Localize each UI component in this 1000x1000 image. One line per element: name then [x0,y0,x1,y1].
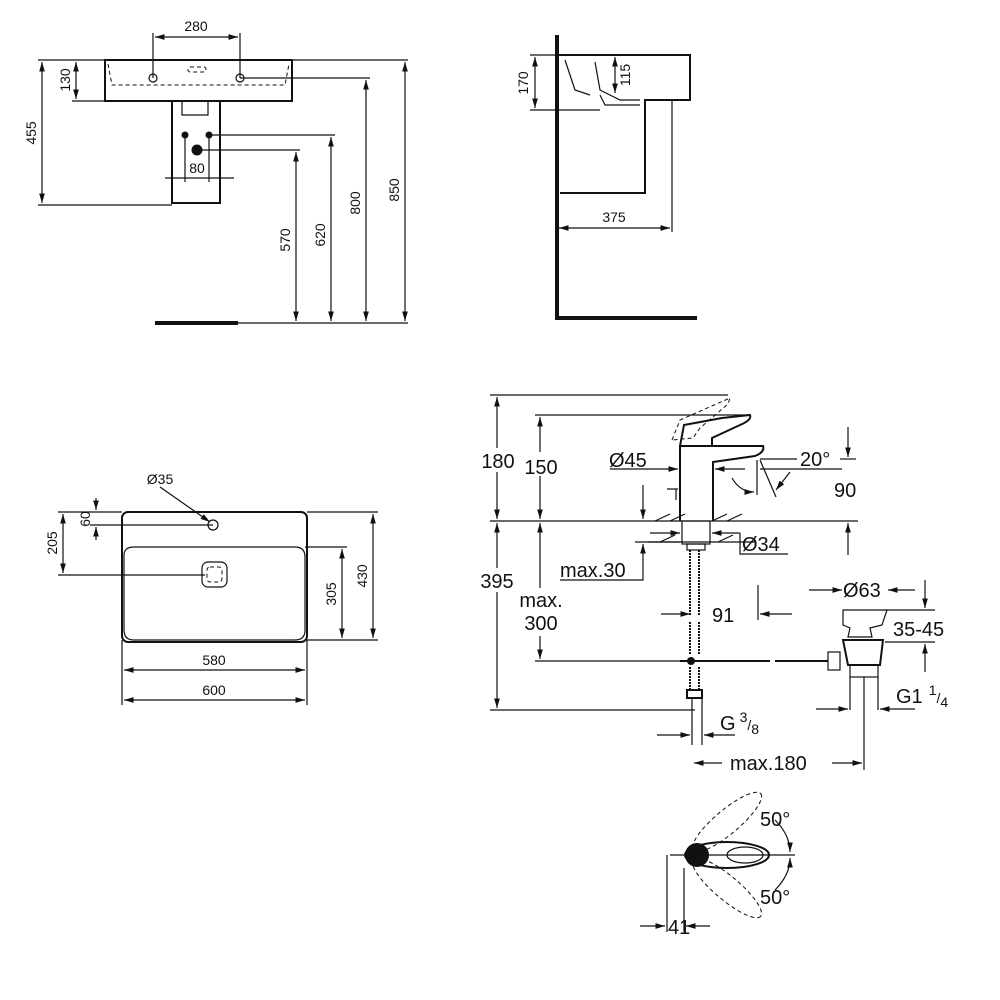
faucet-body [679,445,765,521]
dim-diameter-34: Ø34 [742,534,780,556]
supply-hose [689,550,700,690]
basin-front-view: 280 130 455 80 570 620 800 850 [23,18,408,325]
dim-60: 60 [77,511,93,527]
dim-205: 205 [44,531,60,555]
dim-570: 570 [277,228,293,252]
dim-max-180: max.180 [730,753,807,775]
dim-diameter-63: Ø63 [843,580,881,602]
dim-max-30: max.30 [560,560,626,582]
dim-angle-50-bottom: 50° [760,887,790,909]
basin-side-view: 170 115 375 [515,35,697,320]
dim-430: 430 [354,564,370,588]
dim-angle-50-top: 50° [760,809,790,831]
dim-375: 375 [602,209,626,225]
dim-305: 305 [323,582,339,606]
pedestal-outline [171,101,221,204]
dim-90: 90 [834,480,856,502]
faucet-lever [679,413,752,447]
dim-180: 180 [481,451,514,473]
dim-150: 150 [524,457,557,479]
basin-plan-view: Ø35 60 205 305 430 580 600 [44,471,378,705]
dim-80: 80 [189,160,205,176]
dim-91: 91 [712,605,734,627]
dim-620: 620 [312,223,328,247]
drain-valve [842,609,888,638]
basin-outline [104,59,293,102]
dim-41: 41 [668,917,690,939]
dim-850: 850 [386,178,402,202]
dim-280: 280 [184,18,208,34]
dim-max-label: max. [519,590,562,612]
dim-hole-35: Ø35 [147,471,174,487]
dim-130: 130 [57,68,73,92]
dim-170: 170 [515,71,531,95]
dim-angle-20: 20° [800,449,830,471]
dim-455: 455 [23,121,39,145]
dim-115: 115 [617,64,633,87]
dim-395: 395 [480,571,513,593]
basin-profile [557,54,691,194]
faucet-side-view: 180 150 395 max. 300 Ø45 20° 90 Ø34 max.… [478,394,948,775]
dim-diameter-45: Ø45 [609,450,647,472]
wall-and-floor [555,35,697,320]
dim-35-45: 35-45 [893,619,944,641]
faucet-lever-top-view: 41 50° 50° [640,791,795,939]
dim-580: 580 [202,652,226,668]
basin-top-outline [121,511,308,643]
dim-300: 300 [524,613,557,635]
dim-800: 800 [347,191,363,215]
dim-600: 600 [202,682,226,698]
